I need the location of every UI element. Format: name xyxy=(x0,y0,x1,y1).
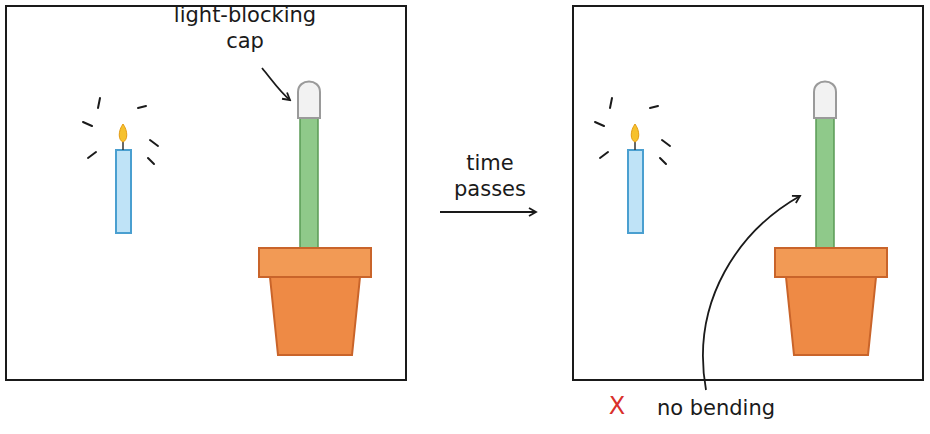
candle xyxy=(595,98,670,233)
callout-label: light-blocking cap xyxy=(160,2,330,54)
panel-frame xyxy=(573,6,923,380)
leader-line xyxy=(703,196,800,390)
time-arrow xyxy=(440,211,536,213)
leader-line xyxy=(262,68,290,100)
cross-mark: X xyxy=(604,393,630,419)
arrow-label: time passes xyxy=(432,150,548,202)
potted-plant xyxy=(259,82,371,356)
candle xyxy=(83,98,158,233)
potted-plant xyxy=(775,82,887,356)
note-label: no bending xyxy=(636,395,796,421)
panel-frame xyxy=(6,6,406,380)
